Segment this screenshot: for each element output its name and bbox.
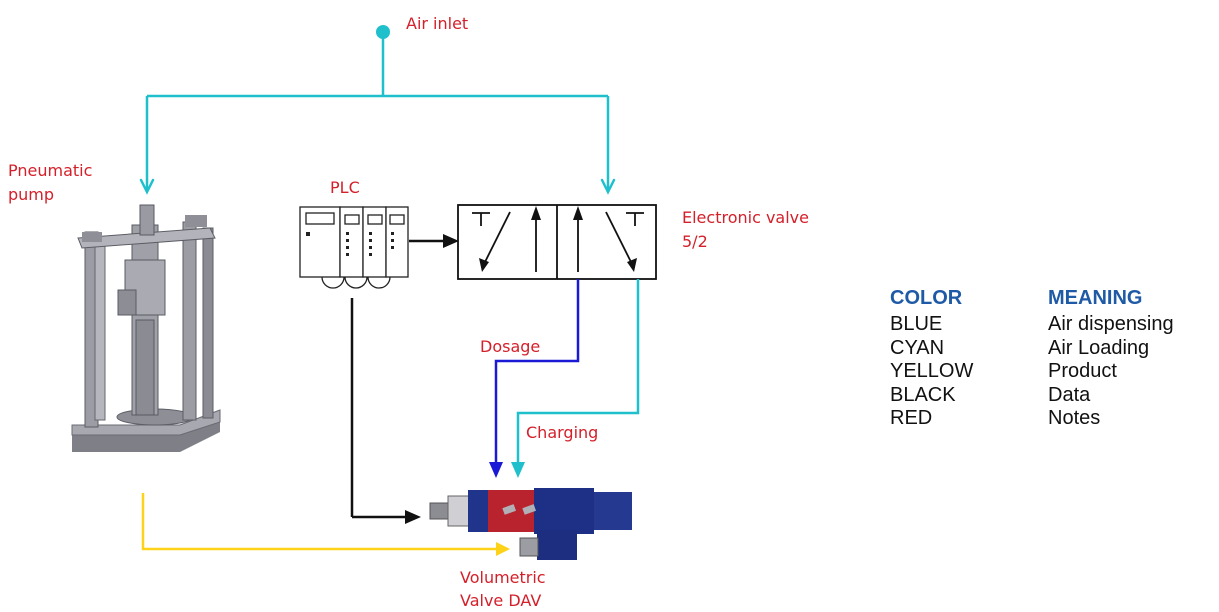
legend-header-color: COLOR	[890, 287, 963, 309]
legend-meaning: Air dispensing	[1048, 313, 1174, 335]
product-arrowhead	[496, 542, 510, 556]
charging-line	[516, 279, 640, 465]
air-inlet-lines	[145, 32, 610, 190]
plc-image	[299, 206, 409, 289]
volumetric-valve-label-line1: Volumetric	[460, 568, 546, 587]
volumetric-valve-label-line2: Valve DAV	[460, 591, 541, 610]
data-lines	[350, 239, 450, 519]
volumetric-valve-image	[429, 488, 632, 560]
dosage-label: Dosage	[480, 337, 540, 356]
legend-color: YELLOW	[890, 360, 974, 382]
legend-color: CYAN	[890, 336, 945, 359]
legend-row: RED Notes	[890, 407, 1174, 431]
plc-label: PLC	[330, 178, 360, 197]
legend-header: COLOR MEANING	[890, 283, 1174, 313]
legend-row: YELLOW Product	[890, 360, 1174, 384]
pneumatic-pump-label-line1: Pneumatic	[8, 161, 92, 180]
color-legend: COLOR MEANING BLUE Air dispensing CYAN A…	[890, 283, 1174, 431]
electronic-valve-label-line1: Electronic valve	[682, 208, 809, 227]
legend-row: CYAN Air Loading	[890, 337, 1174, 361]
electronic-valve-symbol	[457, 204, 657, 280]
legend-meaning: Data	[1048, 383, 1091, 406]
product-line	[141, 493, 498, 551]
air-inlet-node	[376, 25, 390, 39]
pneumatic-pump-label-line2: pump	[8, 185, 54, 204]
data-arrowheads	[405, 234, 459, 524]
air-inlet-label: Air inlet	[406, 14, 468, 33]
legend-color: BLACK	[890, 383, 956, 406]
plc-leds	[306, 232, 394, 256]
legend-color: RED	[890, 407, 933, 429]
note-labels: Air inlet Pneumatic pump PLC Electronic …	[8, 14, 809, 610]
pneumatic-pump-image	[71, 204, 221, 452]
legend-meaning: Product	[1048, 360, 1117, 382]
dosage-line	[494, 279, 580, 465]
charging-arrowhead	[511, 462, 525, 478]
legend-row: BLACK Data	[890, 384, 1174, 408]
legend-color: BLUE	[890, 313, 943, 335]
legend-meaning: Air Loading	[1048, 336, 1150, 359]
dosage-arrowhead	[489, 462, 503, 478]
legend-meaning: Notes	[1048, 407, 1101, 429]
legend-header-meaning: MEANING	[1048, 287, 1143, 309]
electronic-valve-label-line2: 5/2	[682, 232, 708, 251]
charging-label: Charging	[526, 423, 598, 442]
cyan-arrowheads	[139, 178, 616, 195]
legend-row: BLUE Air dispensing	[890, 313, 1174, 337]
